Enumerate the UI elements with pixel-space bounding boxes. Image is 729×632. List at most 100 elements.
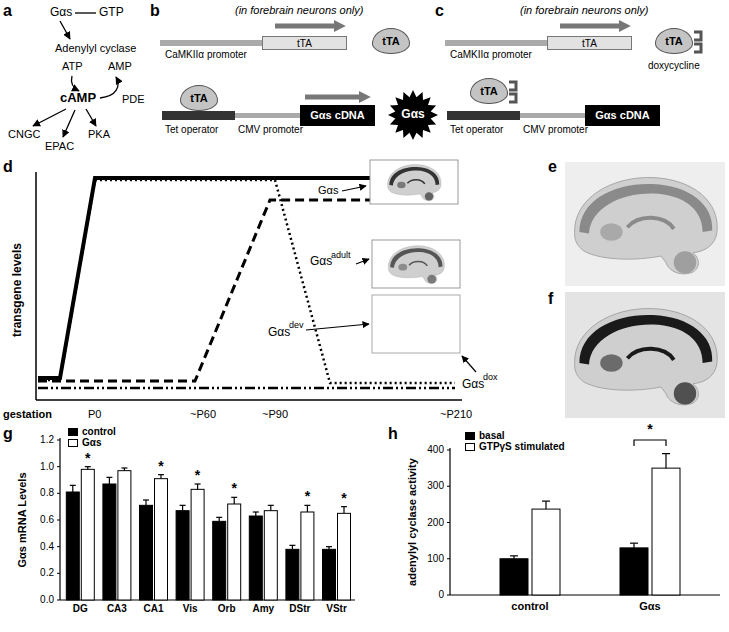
tick-label: 0	[438, 589, 444, 601]
tick-label: 0.2	[40, 568, 54, 580]
text-label: ATP	[62, 60, 83, 73]
text-label: *	[195, 467, 200, 483]
text-label: CA3	[107, 603, 127, 615]
bar	[286, 549, 299, 600]
adult-trace	[38, 200, 455, 381]
node-text: Gαs cDNA	[310, 109, 364, 121]
axis-title: transgene levels	[11, 243, 25, 337]
error-bar	[307, 505, 308, 512]
dox-symbol	[694, 32, 701, 40]
text-label: (in forebrain neurons only)	[520, 4, 648, 17]
cdna-box: Gαs cDNA	[300, 105, 375, 126]
text-label: dev	[289, 320, 304, 330]
error-cap	[180, 505, 186, 506]
legend-swatch	[465, 432, 475, 440]
text-label: dox	[483, 372, 498, 382]
dox-symbol	[509, 82, 516, 90]
error-cap	[85, 466, 91, 467]
axis-line	[449, 448, 450, 595]
bar	[338, 513, 351, 600]
panel-letter: h	[388, 425, 398, 443]
pointer-arrow	[356, 259, 369, 264]
bar	[228, 504, 241, 600]
gene-box: tTA	[262, 36, 347, 50]
arrow	[33, 109, 66, 126]
text-label: Adenylyl cyclase	[55, 42, 136, 55]
dox-trace	[38, 387, 455, 390]
bar	[652, 468, 680, 595]
cdna-box: Gαs cDNA	[585, 105, 660, 126]
bar	[118, 471, 131, 600]
legend-text: basal	[479, 430, 505, 442]
error-cap	[662, 453, 670, 454]
bar	[155, 479, 168, 600]
error-bar	[145, 500, 146, 505]
transcription-arrow	[275, 24, 335, 29]
text-label: Amy	[252, 603, 274, 615]
text-label: AMP	[108, 60, 132, 73]
text-label: Orb	[218, 603, 236, 615]
error-cap	[253, 511, 259, 512]
bar	[66, 492, 79, 600]
pointer-arrow	[462, 356, 476, 372]
protein-starburst: Gαs	[388, 90, 438, 140]
error-cap	[121, 467, 127, 468]
text-label: Gαs	[50, 6, 72, 20]
tick-label: 0.0	[40, 594, 54, 606]
error-cap	[216, 517, 222, 518]
bar	[323, 549, 336, 600]
tick-label: 1.0	[40, 461, 54, 473]
tick-mark	[57, 546, 60, 547]
tick-mark	[57, 440, 60, 441]
text-label: GTP	[99, 6, 124, 20]
error-bar	[234, 497, 235, 504]
tick-label: 0.4	[40, 541, 54, 553]
tick-mark	[447, 486, 450, 487]
promoter-bar	[235, 113, 300, 118]
error-bar	[197, 484, 198, 489]
operator-bar	[162, 111, 235, 120]
bar	[249, 516, 262, 600]
tick-label: 0.8	[40, 488, 54, 500]
error-cap	[268, 505, 274, 506]
bar	[81, 469, 94, 600]
arrow	[60, 21, 70, 39]
protein-bubble: tTA	[655, 28, 693, 54]
error-bar	[665, 454, 666, 469]
bar	[176, 511, 189, 600]
error-cap	[542, 501, 550, 502]
text-label: Gαs	[462, 378, 484, 392]
text-label: ~P90	[262, 408, 288, 421]
text-label: Tet operator	[165, 124, 218, 136]
panel-letter: d	[3, 158, 13, 176]
node-text: tTA	[190, 92, 208, 104]
text-label: doxycycline	[648, 60, 700, 72]
text-label: *	[231, 480, 236, 496]
tick-label: 100	[427, 553, 444, 565]
arrow	[86, 109, 96, 126]
node-text: tTA	[297, 38, 312, 49]
protein-bubble: tTA	[180, 85, 218, 111]
text-label: *	[341, 490, 346, 506]
text-label: DStr	[289, 603, 310, 615]
node-text: Gαs cDNA	[595, 109, 649, 121]
text-label: Tet operator	[450, 124, 503, 136]
text-label: PKA	[88, 128, 110, 141]
text-label: VStr	[326, 603, 347, 615]
error-bar	[270, 505, 271, 510]
arrow	[63, 110, 75, 137]
axis-title: Gαs mRNA Levels	[16, 473, 29, 568]
gene-box: tTA	[547, 36, 632, 50]
error-bar	[182, 505, 183, 510]
panel-letter: f	[548, 290, 553, 308]
text-label: Vis	[183, 603, 198, 615]
panel-letter: b	[150, 2, 160, 20]
error-cap	[195, 483, 201, 484]
node-text: tTA	[480, 85, 498, 97]
text-label: cAMP	[60, 91, 96, 106]
arrow	[100, 77, 118, 98]
legend-text: Gαs	[82, 437, 102, 449]
bar	[264, 511, 277, 600]
pointer-arrow	[342, 186, 366, 191]
